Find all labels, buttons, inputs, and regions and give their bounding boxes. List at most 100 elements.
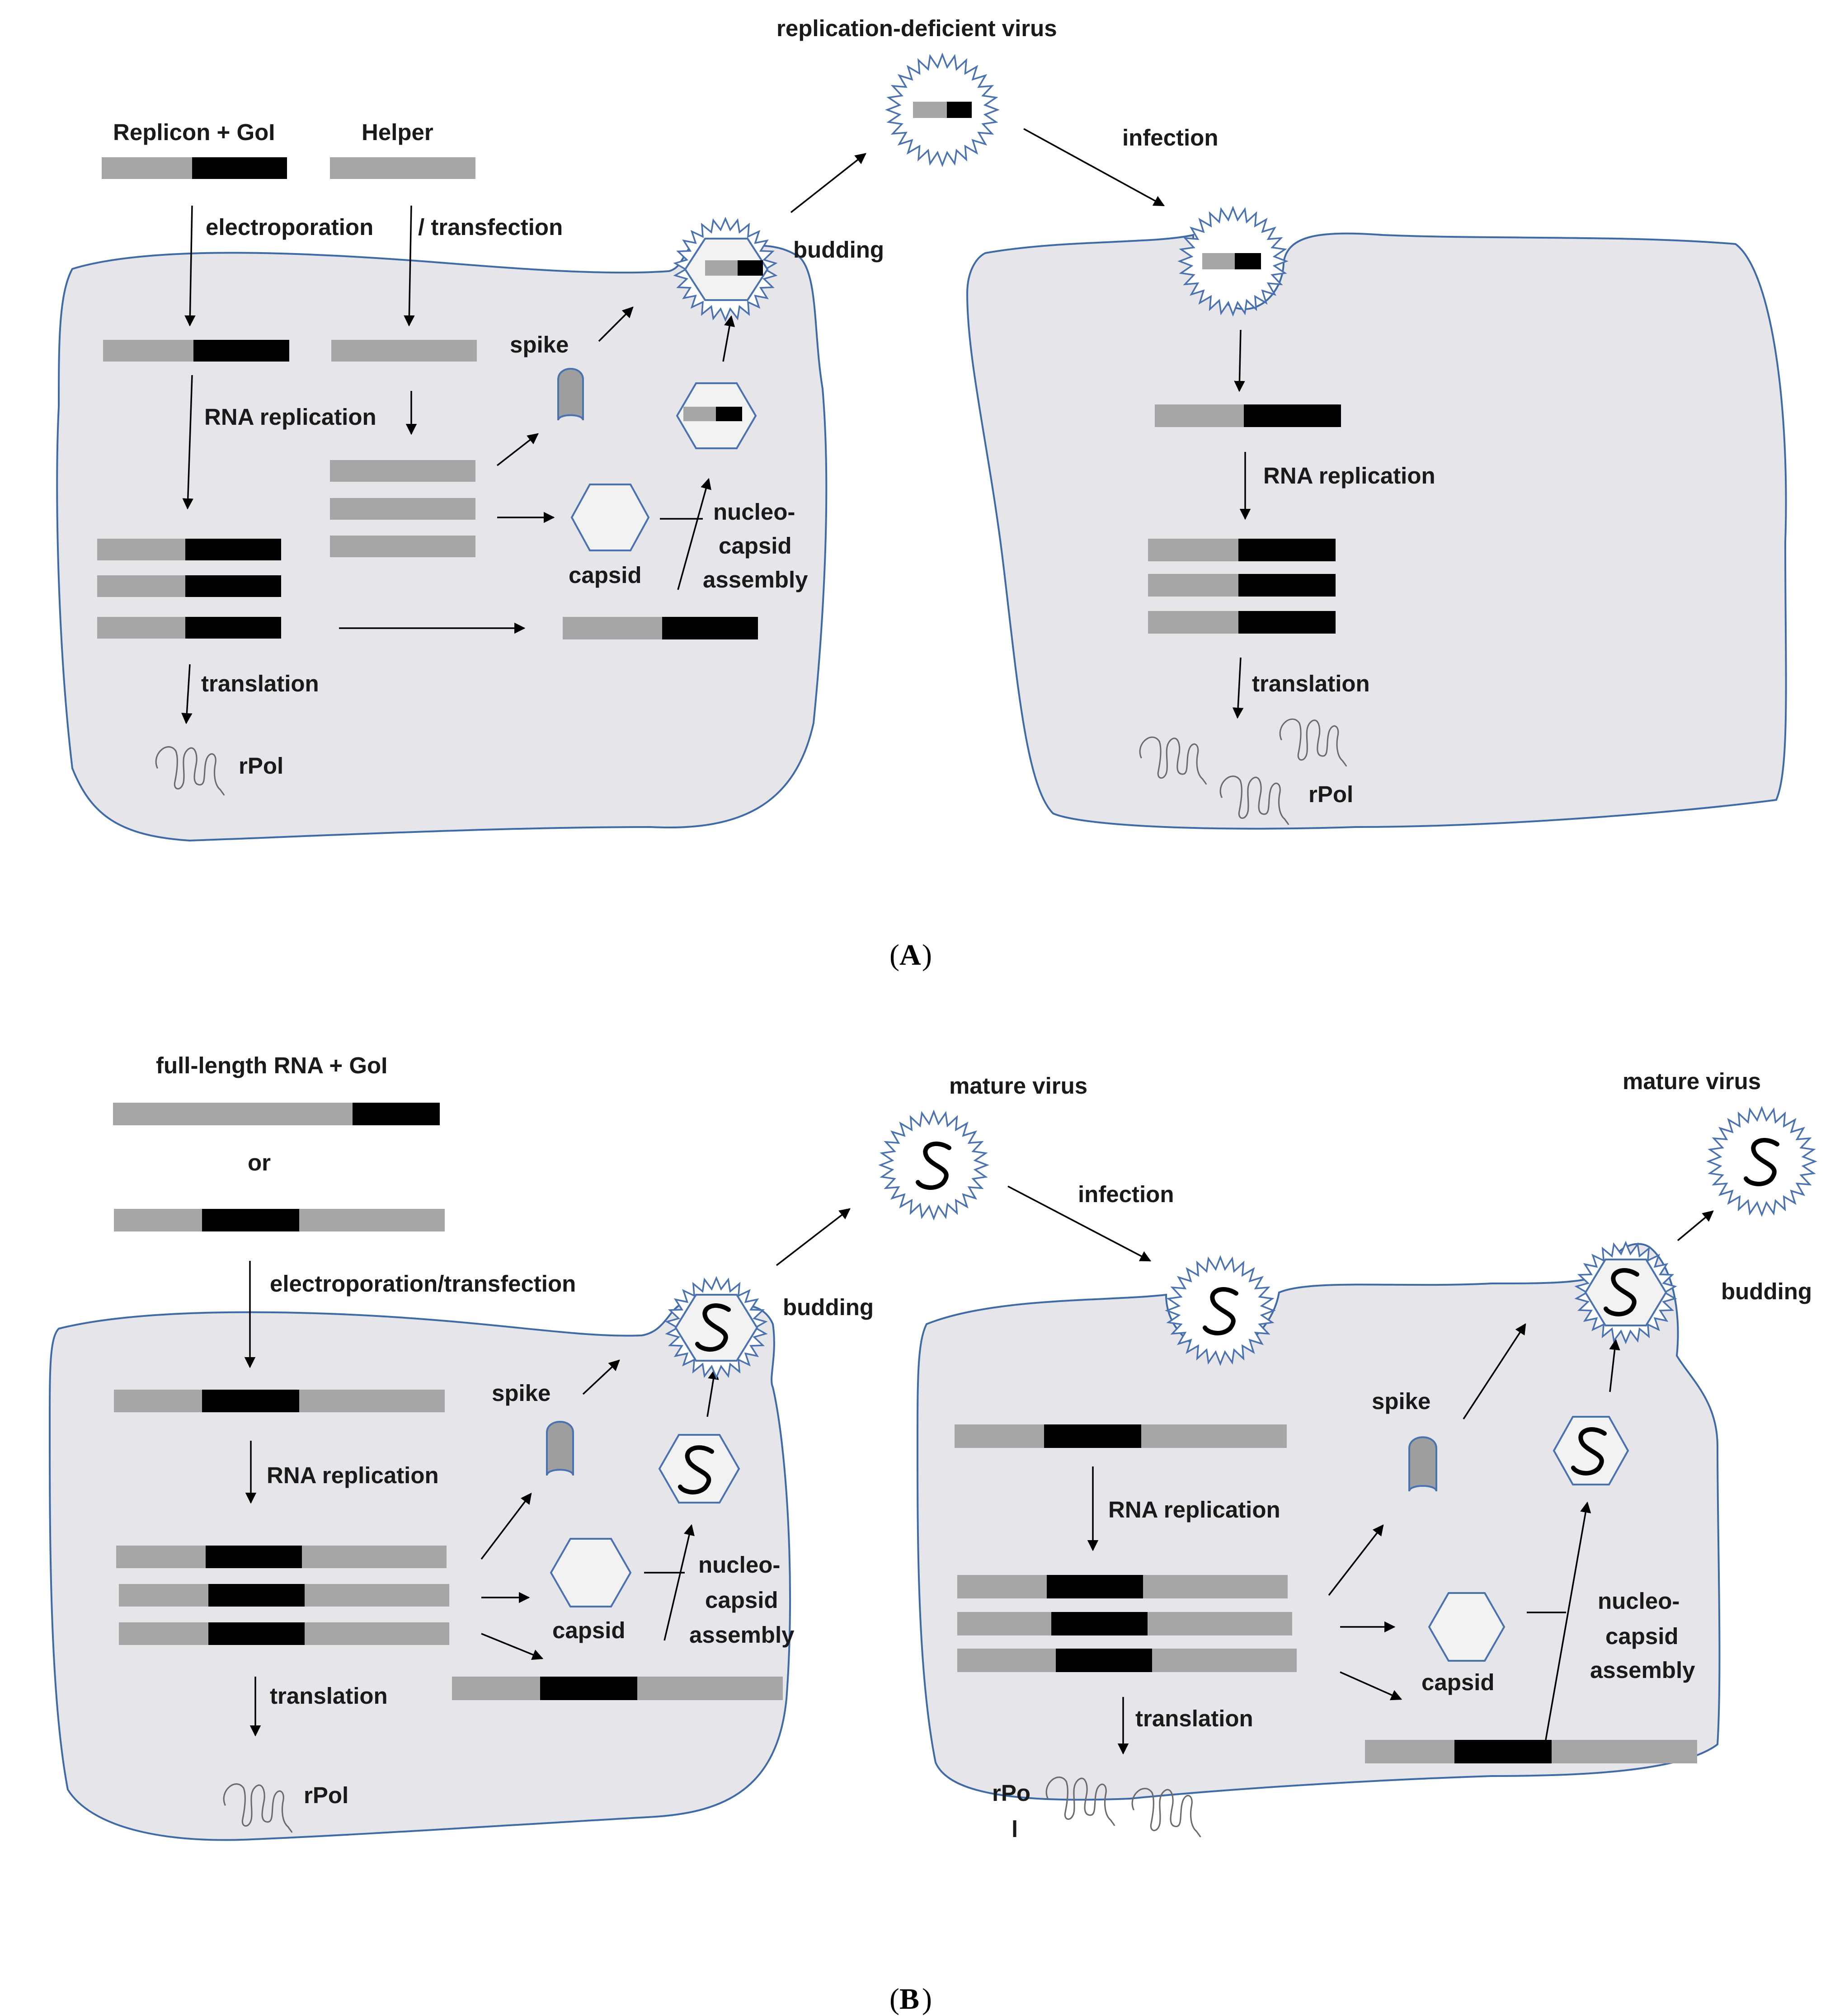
budding-label-b2: budding (1721, 1278, 1812, 1304)
budding-virion-a (673, 216, 778, 322)
mature-virion-b2 (1706, 1106, 1817, 1217)
transfection-arrow (404, 205, 415, 327)
replication-deficient-virion (885, 52, 1000, 167)
fulllength-rna-3prime-goi (113, 1103, 440, 1125)
fulllength-label: full-length RNA + GoI (156, 1053, 387, 1078)
nucleocapsid-label-b2-line2: capsid (1605, 1623, 1679, 1649)
panel-b-caption-close: ) (922, 1983, 932, 2016)
capsid-label: capsid (569, 562, 642, 588)
translation-arrow-2 (1232, 657, 1244, 719)
helper-label: Helper (362, 119, 433, 145)
translation-label: translation (201, 671, 319, 696)
spike-protein-icon-b2 (1408, 1436, 1437, 1492)
spike-to-budding-arrow-b2 (1463, 1323, 1526, 1419)
spike-label: spike (510, 332, 569, 357)
assembly-arrow (677, 478, 711, 590)
assembly-arrow-b2 (1545, 1501, 1591, 1740)
budding-label-b: budding (783, 1294, 874, 1320)
nucleocapsid-to-budding-arrow (722, 315, 735, 362)
released-replicon-rna (1155, 404, 1341, 427)
nucleocapsid-label-b-line2: capsid (705, 1587, 778, 1613)
helper-to-spike-arrow (496, 433, 539, 466)
rna-to-spike-arrow-b (480, 1493, 532, 1560)
packaged-genome-b (452, 1677, 783, 1700)
fulllength-rna-copies-b2 (957, 1575, 1297, 1672)
mature-virus-label-2: mature virus (1623, 1068, 1761, 1094)
packaged-replicon-rna (563, 617, 758, 639)
nucleocapsid-label-b-line1: nucleo- (698, 1552, 780, 1578)
panel-b: full-length RNA + GoI or electroporation… (49, 1053, 1817, 1842)
replicon-label: Replicon + GoI (113, 119, 275, 145)
helper-rna-copies (330, 460, 475, 557)
replicon-rna-copies-2 (1148, 539, 1336, 634)
fulllength-rna-copies (116, 1546, 449, 1645)
release-arrow-b2 (1677, 1210, 1714, 1241)
spike-label-b: spike (492, 1380, 550, 1406)
virus-label: replication-deficient virus (776, 15, 1057, 41)
rna-replication-label: RNA replication (204, 404, 376, 430)
rpol-label-2: rPol (1308, 781, 1353, 807)
budding-virion-b2 (1574, 1241, 1677, 1344)
fulllength-rna-cell (114, 1390, 445, 1412)
budding-virion-b1 (665, 1276, 768, 1380)
nucleocapsid-label-line2: capsid (719, 533, 792, 559)
rpol-label-b2-line2: l (1012, 1816, 1018, 1842)
panel-a: Replicon + GoI Helper electroporation / … (56, 15, 1787, 842)
rna-to-genome-arrow-b (481, 1633, 544, 1660)
spike-to-budding-arrow (598, 306, 634, 342)
rna-to-genome-arrow-b2 (1340, 1671, 1402, 1701)
capsid-icon-b2 (1428, 1592, 1506, 1662)
nucleocapsid-label-b2-line3: assembly (1590, 1657, 1695, 1683)
mature-virus-label: mature virus (949, 1073, 1087, 1099)
nucleocapsid-to-budding-arrow-b (706, 1368, 719, 1417)
rna-replication-arrow (182, 375, 193, 510)
translation-label-b: translation (270, 1683, 388, 1709)
translation-arrow (181, 664, 193, 724)
assembly-arrow-b (663, 1524, 695, 1641)
helper-rna-input (330, 157, 475, 179)
released-genome-b (955, 1424, 1287, 1448)
infection-arrow (1023, 128, 1165, 207)
panel-b-caption: B (899, 1983, 919, 2016)
transfection-label: / transfection (418, 214, 563, 240)
panel-b-caption-open: ( (889, 1983, 899, 2016)
packaged-genome-b2 (1365, 1740, 1697, 1763)
release-arrow (790, 153, 866, 213)
panel-a-caption-open: ( (889, 939, 899, 972)
rpol-label-b2-line1: rPo (992, 1780, 1030, 1806)
mature-virion-b1 (878, 1109, 989, 1221)
electroporation-label: electroporation (206, 214, 373, 240)
translation-label-b2: translation (1135, 1706, 1253, 1731)
panel-a-caption: A (899, 939, 921, 972)
spike-protein-icon (557, 368, 584, 421)
rna-to-spike-arrow-b2 (1328, 1524, 1384, 1596)
spike-to-budding-arrow-b (582, 1359, 620, 1395)
nucleocapsid-label-line1: nucleo- (713, 499, 795, 525)
nucleocapsid-icon-b (658, 1434, 740, 1504)
replicon-rna-cell (103, 340, 289, 362)
electroporation-label-b: electroporation/transfection (270, 1271, 576, 1297)
rpol-label: rPol (239, 753, 283, 779)
nucleocapsid-icon-b2 (1553, 1416, 1629, 1485)
nucleocapsid-to-budding-arrow-b2 (1609, 1339, 1620, 1392)
replicon-rna-input (102, 157, 287, 179)
budding-label: budding (793, 237, 884, 263)
translation-label-2: translation (1252, 671, 1370, 696)
replicon-rna-copies (97, 539, 281, 639)
capsid-icon (570, 484, 650, 551)
host-cell-a2 (966, 232, 1787, 830)
nucleocapsid-replicon-icon (676, 382, 757, 449)
electroporation-arrow (184, 205, 196, 327)
release-arrow-b (776, 1208, 851, 1266)
host-cell-b1 (49, 1300, 791, 1841)
capsid-icon-b (550, 1538, 632, 1607)
infection-label-b: infection (1078, 1181, 1174, 1207)
uncoating-arrow (1234, 329, 1245, 392)
capsid-label-b: capsid (552, 1617, 626, 1643)
entering-virion-a (1177, 206, 1289, 317)
panel-a-caption-close: ) (922, 939, 932, 972)
nucleocapsid-label-line3: assembly (703, 567, 808, 592)
infection-label: infection (1122, 125, 1219, 150)
